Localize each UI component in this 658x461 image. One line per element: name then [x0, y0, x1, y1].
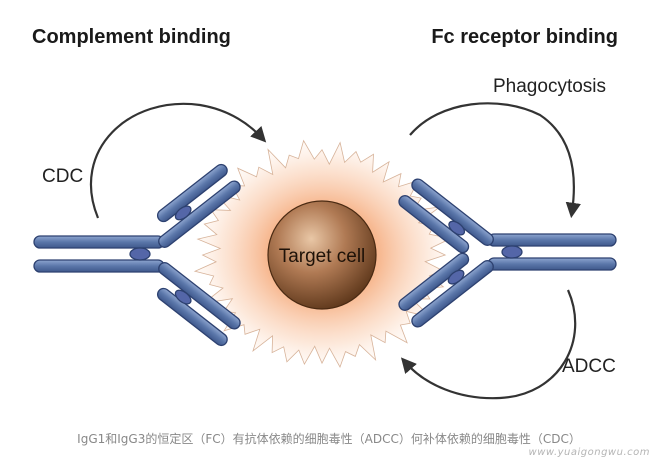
watermark: www.yuaigongwu.com	[528, 447, 650, 458]
phagocytosis-label: Phagocytosis	[493, 76, 607, 97]
complement-binding-title: Complement binding	[32, 26, 231, 48]
left-hinge	[129, 247, 151, 261]
right-antibody	[398, 178, 617, 328]
adcc-arrow	[400, 289, 577, 400]
figure-caption: IgG1和IgG3的恒定区（FC）有抗体依赖的细胞毒性（ADCC）何补体依赖的细…	[77, 432, 581, 446]
left-antibody	[33, 163, 241, 347]
phagocytosis-arrow	[409, 102, 581, 219]
adcc-label: ADCC	[562, 356, 616, 377]
cdc-label: CDC	[42, 166, 84, 187]
fc-receptor-binding-title: Fc receptor binding	[431, 26, 618, 48]
target-cell-label: Target cell	[278, 246, 366, 267]
cdc-arrow	[89, 102, 267, 219]
target-cell	[267, 200, 377, 310]
right-hinge	[501, 245, 523, 259]
